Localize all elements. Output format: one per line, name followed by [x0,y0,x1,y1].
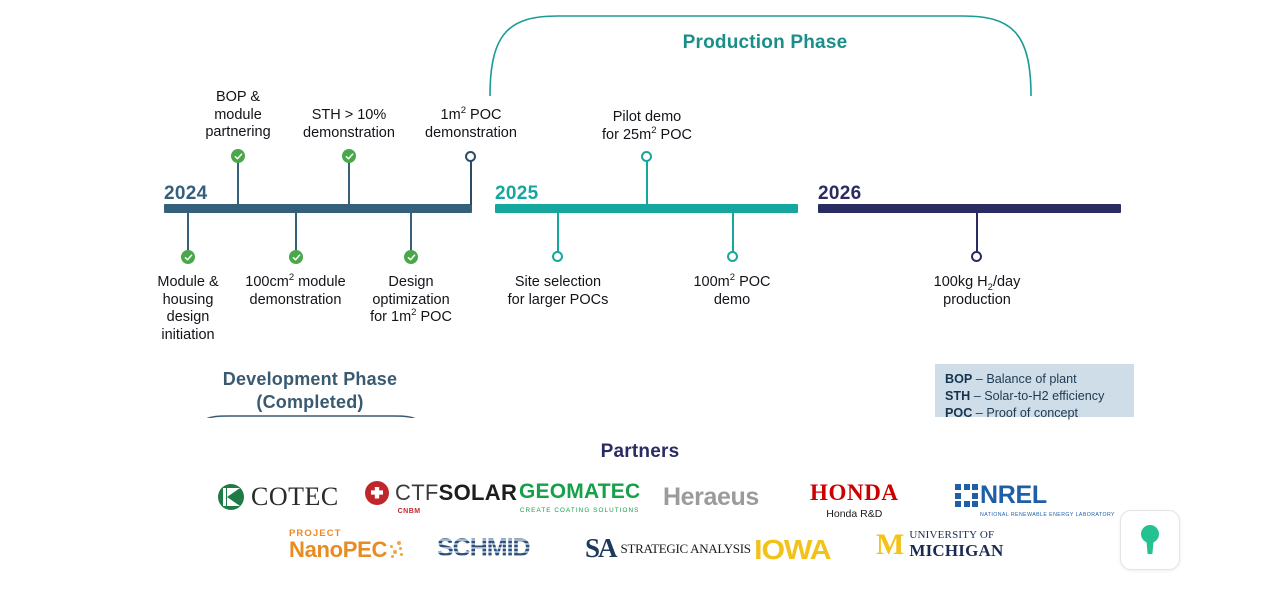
check-icon [292,253,300,260]
legend-dash-bop: – [975,372,983,386]
partner-logo-cotec: COTEC [218,482,339,512]
partner-name-nanopec: NanoPEC [289,537,388,562]
partner-logo-geomatec: GEOMATEC CREATE COATING SOLUTIONS [519,480,640,514]
partner-logo-honda: HONDA Honda R&D [810,480,899,520]
year-label-2026: 2026 [818,183,862,204]
timeline-bar-2026 [818,204,1121,213]
legend-def-poc: Proof of concept [986,406,1079,420]
stem-design-optimization-1m2-poc [410,209,412,253]
marker-bop-module-partnering[interactable] [231,149,245,163]
check-icon [184,253,192,260]
stem-module-housing-design-initiation [187,209,189,253]
marker-pilot-demo-25m2-poc[interactable] [641,151,652,162]
check-icon [345,152,353,159]
keyhole-icon [1141,525,1159,554]
stem-pilot-demo-25m2-poc [646,160,648,205]
legend-row-bop: BOP – Balance of plant [945,371,1134,388]
marker-1m2-poc-demonstration[interactable] [465,151,476,162]
partner-sub-nanopec: PROJECT [289,528,342,539]
sa-monogram-icon: SA [585,533,617,563]
partner-sub-nrel: NATIONAL RENEWABLE ENERGY LABORATORY [980,512,1115,518]
marker-100kg-h2-day-production[interactable] [971,251,982,262]
partner-logo-heraeus: Heraeus [663,483,759,512]
stem-bop-module-partnering [237,160,239,205]
marker-module-housing-design-initiation[interactable] [181,250,195,264]
solar-text: SOLAR [438,479,518,505]
stem-site-selection-larger-pocs [557,209,559,253]
cotec-mark-icon [218,484,244,510]
marker-sth-demonstration[interactable] [342,149,356,163]
legend-abbr-poc: POC [945,406,973,420]
marker-design-optimization-1m2-poc[interactable] [404,250,418,264]
stem-1m2-poc-demonstration [470,160,472,205]
ctf-solar-mark-icon [365,480,389,505]
stem-100kg-h2-day-production [976,209,978,253]
production-phase-bracket [489,15,1032,96]
legend-def-bop: Balance of plant [986,372,1077,386]
year-label-2025: 2025 [495,183,539,204]
partner-name-nrel: NREL [980,481,1047,509]
legend-abbr-sth: STH [945,389,971,403]
partner-name-iowa: IOWA [754,534,831,565]
development-phase-label: Development Phase (Completed) [222,369,398,412]
partner-sub-geomatec: CREATE COATING SOLUTIONS [519,507,640,514]
production-phase-label: Production Phase [682,32,848,53]
stem-sth-demonstration [348,160,350,205]
partner-logo-nrel: NREL NATIONAL RENEWABLE ENERGY LABORATOR… [955,481,1115,518]
ctf-text: CTF [395,479,439,505]
partner-name-honda: HONDA [810,480,899,505]
partners-heading: Partners [600,441,680,462]
partner-logo-nanopec: PROJECT NanoPEC [289,528,404,561]
partner-name-cotec: COTEC [251,482,339,511]
legend-def-sth: Solar-to-H2 efficiency [984,389,1105,403]
year-label-2024: 2024 [164,183,208,204]
partner-logo-schmid: SCHMID [437,534,531,563]
partner-sub-ctf-solar: CNBM [397,507,421,515]
partner-sub-honda: Honda R&D [826,508,883,520]
stem-100cm2-module-demonstration [295,209,297,253]
timeline-bar-2025 [495,204,798,213]
floating-action-button[interactable] [1120,510,1180,570]
legend-row-sth: STH – Solar-to-H2 efficiency [945,388,1134,405]
caption-sth-demonstration: STH > 10%demonstration [303,107,395,141]
partner-sub-michigan: UNIVERSITY OF [909,529,995,542]
partner-name-schmid: SCHMID [437,534,531,562]
abbreviation-legend: BOP – Balance of plant STH – Solar-to-H2… [935,364,1134,420]
marker-100m2-poc-demo[interactable] [727,251,738,262]
partner-name-michigan: MICHIGAN [909,540,1004,560]
partner-name-strategic-analysis: STRATEGIC ANALYSIS [620,540,751,556]
legend-abbr-bop: BOP [945,372,973,386]
partner-logo-iowa: IOWA [754,534,831,566]
partner-logo-michigan: M UNIVERSITY OF MICHIGAN [876,530,1003,560]
partner-name-heraeus: Heraeus [663,483,759,511]
development-phase-bracket [206,415,416,418]
marker-site-selection-larger-pocs[interactable] [552,251,563,262]
legend-row-poc: POC – Proof of concept [945,405,1134,422]
legend-dash-sth: – [973,389,981,403]
partner-name-geomatec: GEOMATEC [519,480,641,503]
marker-100cm2-module-demonstration[interactable] [289,250,303,264]
check-icon [234,152,242,159]
partner-name-ctf-solar: CTFSOLAR [395,480,517,506]
nrel-mark-icon [955,484,978,507]
partner-logo-strategic-analysis: SA STRATEGIC ANALYSIS [585,533,751,564]
stem-100m2-poc-demo [732,209,734,253]
michigan-m-icon: M [876,528,905,561]
legend-dash-poc: – [975,406,983,420]
check-icon [407,253,415,260]
nanopec-dots-icon [388,541,404,561]
timeline-bar-2024 [164,204,472,213]
partner-logo-ctf-solar: CTFSOLAR CNBM [365,478,517,516]
